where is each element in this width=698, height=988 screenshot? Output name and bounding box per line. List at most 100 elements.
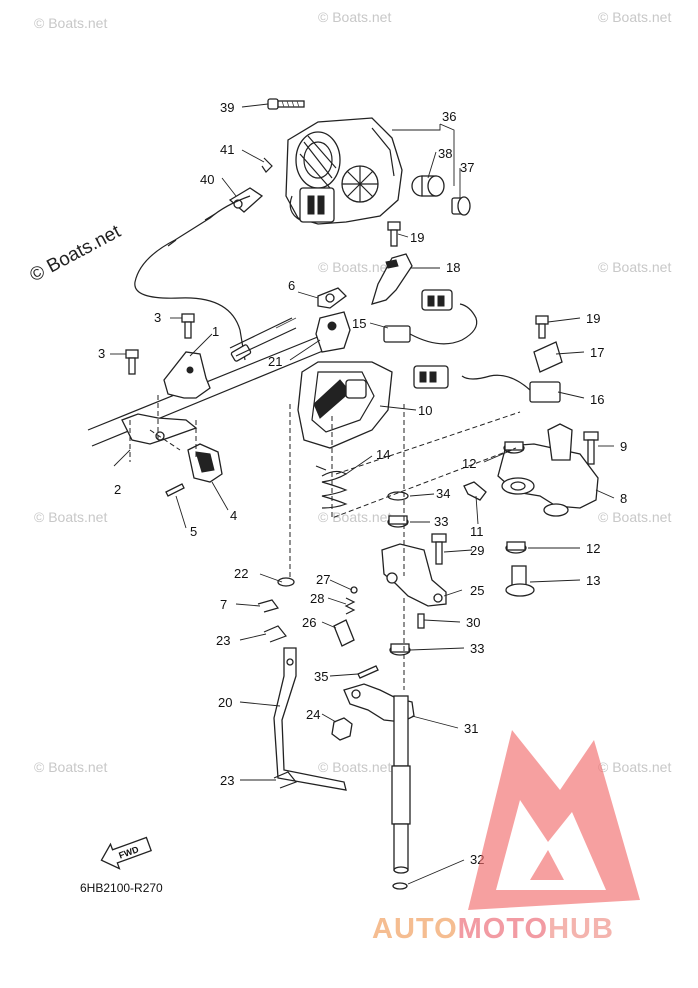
callout-17: 17 xyxy=(590,345,604,360)
pin-5 xyxy=(165,483,185,497)
brand-auto: AUTO xyxy=(372,913,458,945)
callout-4: 4 xyxy=(230,508,237,523)
cable xyxy=(134,195,251,361)
callout-34: 34 xyxy=(436,486,450,501)
callout-18: 18 xyxy=(446,260,460,275)
watermark-main: © Boats.net xyxy=(26,221,124,287)
callout-3a: 3 xyxy=(154,310,161,325)
callout-1: 1 xyxy=(212,324,219,339)
watermark: © Boats.net xyxy=(318,9,391,25)
brand-hub: HUB xyxy=(548,913,614,945)
callout-33a: 33 xyxy=(434,514,448,529)
callout-5: 5 xyxy=(190,524,197,539)
callout-14: 14 xyxy=(376,447,390,462)
diagram-code: 6HB2100-R270 xyxy=(80,881,163,895)
rod-end-40 xyxy=(228,187,264,213)
screw-19 xyxy=(387,221,401,247)
callout-23a: 23 xyxy=(216,633,230,648)
collar-13 xyxy=(505,565,535,597)
callout-38: 38 xyxy=(438,146,452,161)
switch-16 xyxy=(413,365,561,403)
bolt-3b xyxy=(125,349,139,375)
callout-29: 29 xyxy=(470,543,484,558)
callout-19b: 19 xyxy=(586,311,600,326)
collar-37 xyxy=(451,196,471,216)
callout-36: 36 xyxy=(442,109,456,124)
callout-20: 20 xyxy=(218,695,232,710)
callout-2: 2 xyxy=(114,482,121,497)
callout-37: 37 xyxy=(460,160,474,175)
grommet-38 xyxy=(411,175,445,197)
clip-7 xyxy=(257,599,280,613)
bracket-1 xyxy=(163,351,211,399)
bracket-8 xyxy=(497,423,599,517)
svg-text:AUTOMOTOHUB: AUTOMOTOHUB xyxy=(372,913,614,945)
leader-lines xyxy=(110,103,615,885)
bush-12b xyxy=(505,541,527,554)
callout-13: 13 xyxy=(586,573,600,588)
callout-25: 25 xyxy=(470,583,484,598)
washer-34 xyxy=(387,491,409,501)
watermark: © Boats.net xyxy=(34,759,107,775)
watermark: © Boats.net xyxy=(318,259,391,275)
callout-41: 41 xyxy=(220,142,234,157)
callout-40: 40 xyxy=(200,172,214,187)
fwd-arrow-icon: FWD xyxy=(100,836,153,870)
nut-24 xyxy=(331,717,353,741)
callout-24: 24 xyxy=(306,707,320,722)
callout-6: 6 xyxy=(288,278,295,293)
callout-12a: 12 xyxy=(462,456,476,471)
callout-9: 9 xyxy=(620,439,627,454)
callout-30: 30 xyxy=(466,615,480,630)
bolt-39 xyxy=(267,98,305,110)
callout-16: 16 xyxy=(590,392,604,407)
callout-11: 11 xyxy=(470,524,484,539)
switch-15 xyxy=(383,289,478,345)
callout-23b: 23 xyxy=(220,773,234,788)
callout-10: 10 xyxy=(418,403,432,418)
watermark: © Boats.net xyxy=(598,509,671,525)
washer-22 xyxy=(277,577,295,587)
callout-22: 22 xyxy=(234,566,248,581)
spring-28 xyxy=(344,597,356,615)
sensor-11 xyxy=(463,481,487,501)
callout-3b: 3 xyxy=(98,346,105,361)
shaft xyxy=(391,695,411,874)
callout-7: 7 xyxy=(220,597,227,612)
spring-14 xyxy=(315,465,348,509)
bush-33b xyxy=(389,643,411,656)
o-ring-32 xyxy=(392,882,408,890)
damper-4 xyxy=(187,443,223,483)
link-21 xyxy=(315,311,351,353)
clip-23b xyxy=(273,771,297,789)
link-6 xyxy=(317,287,347,309)
clip-41 xyxy=(261,157,273,173)
housing-10 xyxy=(297,361,393,449)
pin-35 xyxy=(357,665,379,679)
callout-26: 26 xyxy=(302,615,316,630)
bracket-18 xyxy=(371,253,413,305)
callout-19a: 19 xyxy=(410,230,424,245)
lever-2 xyxy=(121,413,198,451)
plunger-26 xyxy=(333,619,355,647)
pin-30 xyxy=(417,613,425,629)
callout-35: 35 xyxy=(314,669,328,684)
rod-20 xyxy=(273,647,347,791)
callout-8: 8 xyxy=(620,491,627,506)
lever-25 xyxy=(381,543,447,607)
watermark: © Boats.net xyxy=(318,759,391,775)
watermark: © Boats.net xyxy=(34,509,107,525)
callout-27: 27 xyxy=(316,572,330,587)
watermark: © Boats.net xyxy=(598,9,671,25)
callout-33b: 33 xyxy=(470,641,484,656)
bush-33a xyxy=(387,515,409,528)
clip-23a xyxy=(263,625,287,643)
motor-assembly xyxy=(285,117,403,225)
callout-31: 31 xyxy=(464,721,478,736)
callout-21: 21 xyxy=(268,354,282,369)
callout-15: 15 xyxy=(352,316,366,331)
automotohub-logo: AUTOMOTOHUB xyxy=(372,730,640,945)
bolt-9 xyxy=(583,431,599,465)
